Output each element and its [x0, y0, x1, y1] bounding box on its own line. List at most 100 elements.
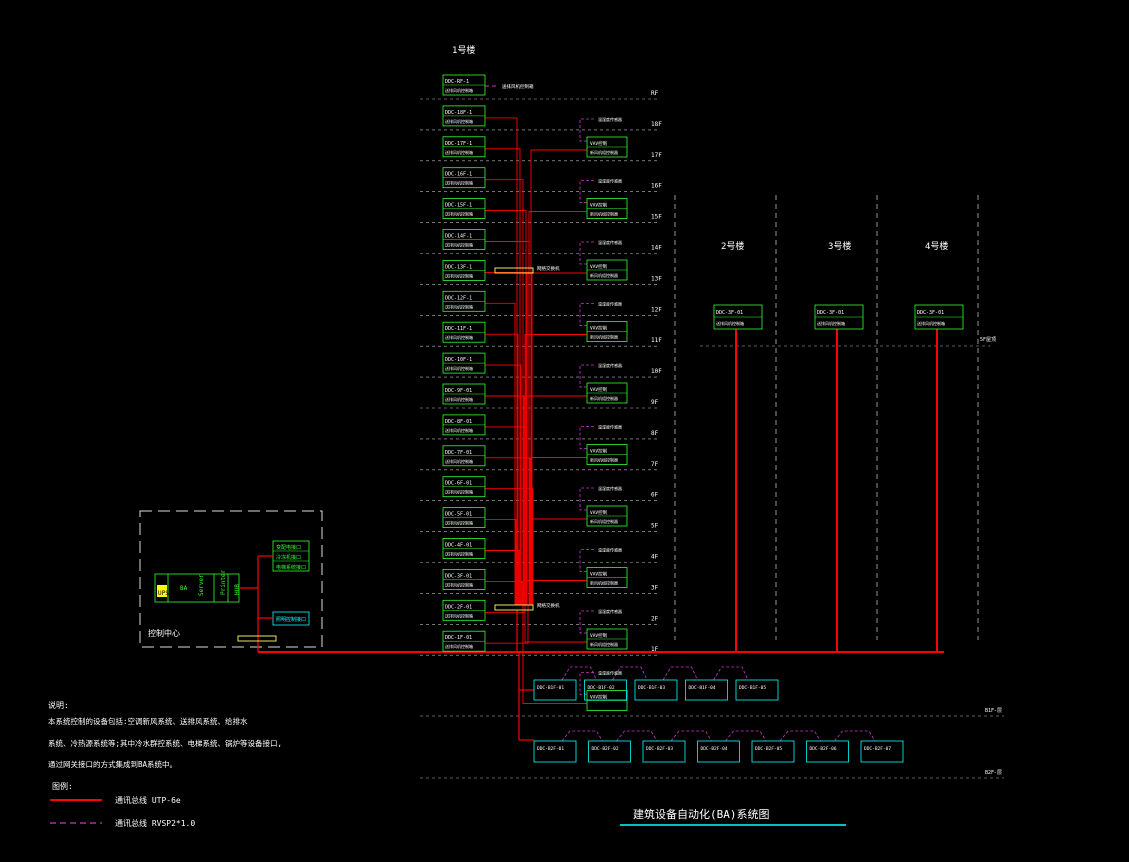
- notes-line-1: 本系统控制的设备包括:空调新风系统、送排风系统、给排水: [48, 716, 248, 726]
- ddc-controller: [806, 740, 849, 763]
- utp-link: [485, 302, 516, 605]
- network-switch: [494, 604, 534, 611]
- legend-utp-label: 通讯总线 UTP-6e: [115, 795, 181, 805]
- ddc-controller-desc: 送排风机控制箱: [445, 211, 473, 217]
- floor-label: 9F: [651, 399, 659, 406]
- ddc-controller-desc: 送排风机控制箱: [817, 320, 845, 326]
- ddc-controller-desc: 送排风机控制箱: [445, 334, 473, 340]
- rvsp-link: [616, 730, 658, 742]
- ddc-controller-desc: 送排风机控制箱: [445, 303, 473, 309]
- ddc-controller: [584, 679, 627, 701]
- floor-label: 12F: [651, 306, 662, 313]
- vav-controller-id: VAV控制: [590, 694, 608, 701]
- ddc-controller-desc: 送排风机控制箱: [445, 551, 473, 557]
- rvsp-link: [779, 730, 821, 742]
- vav-controller-id: VAV控制: [590, 263, 608, 270]
- utp-link: [485, 117, 518, 605]
- notes-line-2: 系统、冷热源系统等;其中冷水群控系统、电梯系统、锅炉等设备接口,: [48, 738, 282, 748]
- vav-controller-id: VAV控制: [590, 202, 608, 209]
- ddc-controller-id: DDC-4F-01: [445, 543, 472, 549]
- ddc-controller-id: DDC-14F-1: [445, 234, 472, 240]
- ddc-controller-id: DDC-RF-1: [445, 79, 469, 85]
- control-center-switch: [237, 635, 277, 642]
- vav-controller-id: VAV控制: [590, 509, 608, 516]
- notes-heading: 说明:: [48, 700, 69, 710]
- ddc-controller-id: DDC-18F-1: [445, 110, 472, 116]
- ddc-controller-id: DDC-B2F-02: [592, 746, 619, 752]
- ba-label: BA: [180, 585, 188, 592]
- legend: 图例: 通讯总线 UTP-6e 通讯总线 RVSP2*1.0: [50, 781, 195, 828]
- ddc-controller-desc: 送排风机控制箱: [445, 118, 473, 124]
- utp-link: [522, 395, 587, 605]
- ddc-controller-id: DDC-B2F-06: [810, 746, 837, 752]
- ddc-controller-id: DDC-6F-01: [445, 481, 472, 487]
- rvsp-link: [612, 666, 648, 681]
- utp-link: [485, 519, 517, 605]
- vav-controller-id: VAV控制: [590, 448, 608, 455]
- floor-label: 7F: [651, 461, 659, 468]
- utp-link: [530, 457, 587, 605]
- utp-link: [485, 333, 519, 605]
- ddc-controller-id: DDC-16F-1: [445, 172, 472, 178]
- network-switch-label: 网络交换机: [537, 265, 560, 272]
- rvsp-link: [579, 672, 594, 695]
- utp-link: [485, 271, 533, 605]
- ddc-controller-desc: 送排风机控制箱: [445, 242, 473, 248]
- rvsp-link: [579, 118, 594, 142]
- ddc-controller-id: DDC-11F-1: [445, 326, 472, 332]
- ddc-controller-desc: 送排风机控制箱: [445, 489, 473, 495]
- vav-controller-desc: 新风机组控制器: [590, 211, 618, 217]
- floor-label: 6F: [651, 492, 659, 499]
- floor-label: 10F: [651, 368, 662, 375]
- ddc-controller-desc: 送排风机控制箱: [445, 581, 473, 587]
- ddc-controller-desc: 送排风机控制箱: [445, 427, 473, 433]
- floor-label: 2F: [651, 615, 659, 622]
- utp-link: [530, 149, 587, 605]
- vav-controller-desc: 新风机组控制器: [590, 457, 618, 463]
- control-center-boundary: [139, 510, 323, 648]
- floor-label: 11F: [651, 337, 662, 344]
- printer-label: Printer: [220, 569, 227, 595]
- ddc-controller-id: DDC-B2F-07: [864, 746, 891, 752]
- rvsp-link: [579, 487, 594, 511]
- utp-link: [528, 518, 587, 605]
- building-1-controllers: DDC-RF-1送排风机控制箱DDC-18F-1送排风机控制箱DDC-17F-1…: [442, 74, 534, 652]
- floor-label: 18F: [651, 121, 662, 128]
- ddc-controller-desc: 送排风机控制箱: [445, 458, 473, 464]
- rvsp-link: [579, 241, 594, 265]
- ddc-controller-id: DDC-3F-01: [716, 310, 743, 316]
- building-3-heading: 3号楼: [828, 240, 851, 252]
- ddc-controller: [533, 679, 577, 701]
- floor-label: 17F: [651, 152, 662, 159]
- ddc-controller-id: DDC-5F-01: [445, 512, 472, 518]
- ddc-controller-id: DDC-15F-1: [445, 203, 472, 209]
- ddc-controller: [685, 679, 728, 701]
- ddc-controller-id: DDC-3F-01: [445, 573, 472, 579]
- control-center-label: 控制中心: [148, 628, 180, 638]
- utp-link: [485, 550, 520, 605]
- ddc-controller-id: DDC-B1F-01: [537, 685, 564, 691]
- utp-link: [485, 148, 521, 605]
- control-center: 控制中心 UPS BA Server Printer HUB 变配电接口 冷冻机…: [139, 510, 323, 652]
- rvsp-link: [561, 666, 597, 681]
- network-switch-label: 网络交换机: [537, 602, 560, 609]
- ddc-controller: [751, 740, 795, 763]
- title-text: 建筑设备自动化(BA)系统图: [633, 807, 770, 821]
- utp-link: [526, 580, 587, 605]
- ddc-controller-desc: 送排风机控制箱: [445, 180, 473, 186]
- utp-network: [258, 117, 944, 741]
- sensor-label: 温湿度传感器: [598, 116, 622, 122]
- sensor-label: 温湿度传感器: [598, 239, 622, 245]
- legend-heading: 图例:: [52, 781, 73, 791]
- utp-link: [524, 334, 587, 605]
- floor-label: 15F: [651, 214, 662, 221]
- ups-label: UPS: [158, 590, 169, 597]
- floor-label: 14F: [651, 245, 662, 252]
- sensor-label: 温湿度传感器: [598, 301, 622, 307]
- ddc-controller-id: DDC-12F-1: [445, 295, 472, 301]
- ddc-controller-id: DDC-B2F-01: [537, 746, 564, 752]
- floor-label: 16F: [651, 183, 662, 190]
- vav-controller-desc: 新风机组控制器: [590, 395, 618, 401]
